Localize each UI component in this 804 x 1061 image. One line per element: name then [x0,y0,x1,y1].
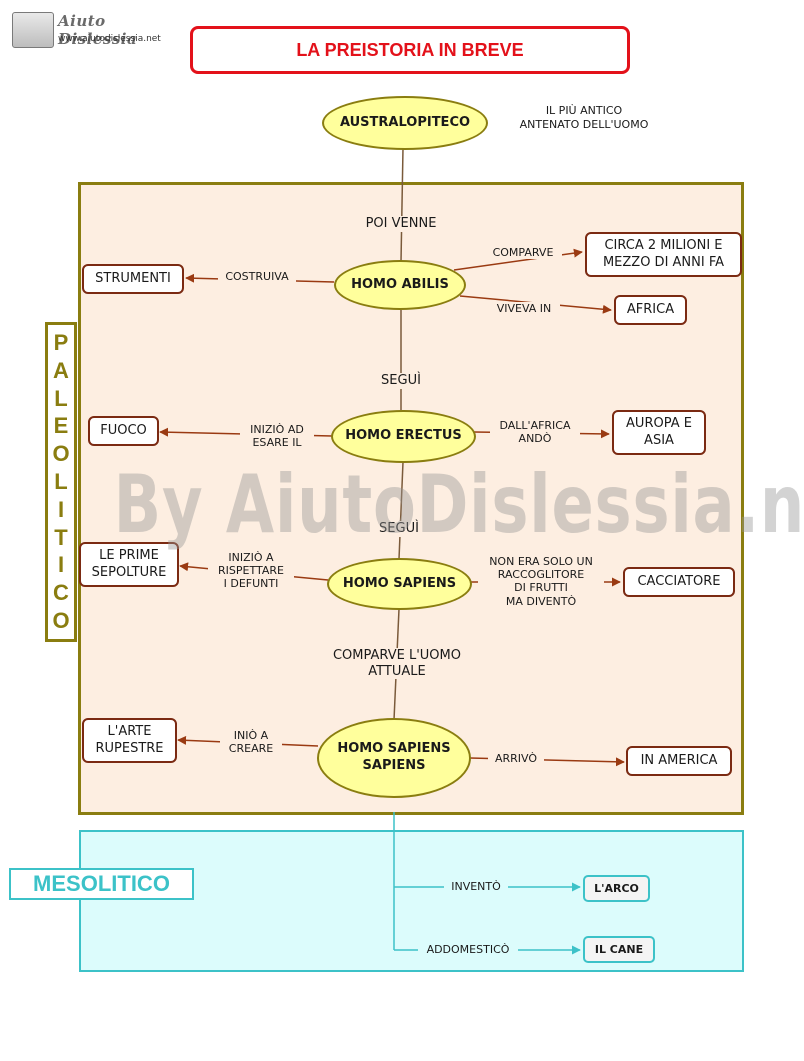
paleolitico-letter: P [53,329,69,355]
label-dallafrica: DALL'AFRICA ANDÒ [490,419,580,446]
logo-title: Aiuto Dislessia [58,12,138,48]
label-arrivo: ARRIVÒ [488,752,544,766]
node-homo-abilis[interactable]: HOMO ABILIS [334,260,466,310]
label-inio-a: INIÒ A CREARE [220,729,282,756]
paleolitico-letter: O [52,441,70,467]
logo-url: www.aiutodislessia.net [58,34,161,44]
paleolitico-letter: C [53,580,69,606]
australopiteco-note: IL PIÙ ANTICO ANTENATO DELL'UOMO [519,104,649,132]
page-title: LA PREISTORIA IN BREVE [190,26,630,74]
box-prime-sepolture[interactable]: LE PRIME SEPOLTURE [79,542,179,587]
paleolitico-letter: A [53,357,69,383]
box-fuoco[interactable]: FUOCO [88,416,159,446]
label-comparve: COMPARVE [484,246,562,260]
box-larco[interactable]: L'ARCO [583,875,650,902]
box-circa-2-milioni[interactable]: CIRCA 2 MILIONI E MEZZO DI ANNI FA [585,232,742,277]
node-homo-erectus[interactable]: HOMO ERECTUS [331,410,476,463]
paleolitico-letter: L [54,468,68,494]
label-addomestico: ADDOMESTICÒ [418,943,518,957]
label-viveva-in: VIVEVA IN [488,302,560,316]
paleolitico-letter: E [53,413,69,439]
site-logo[interactable]: Aiuto Dislessia www.aiutodislessia.net [8,8,178,52]
label-inizio-ad: INIZIÒ AD ESARE IL [240,423,314,450]
box-europa-asia[interactable]: AUROPA E ASIA [612,410,706,455]
mesolitico-label: MESOLITICO [9,868,194,900]
node-australopiteco[interactable]: AUSTRALOPITECO [322,96,488,150]
paleolitico-letter: I [57,496,65,522]
box-africa[interactable]: AFRICA [614,295,687,325]
label-invento: INVENTÒ [444,880,508,894]
box-il-cane[interactable]: IL CANE [583,936,655,963]
label-non-era: NON ERA SOLO UN RACCOGLITORE DI FRUTTI M… [478,555,604,608]
label-costruiva: COSTRUIVA [218,270,296,284]
link-erectus-sapiens [398,461,404,560]
box-in-america[interactable]: IN AMERICA [626,746,732,776]
box-arte-rupestre[interactable]: L'ARTE RUPESTRE [82,718,177,763]
paleolitico-letter: O [52,608,70,634]
paleolitico-label: P A L E O L I T I C O [45,322,77,642]
node-homo-sapiens[interactable]: HOMO SAPIENS [327,558,472,610]
paleolitico-letter: I [57,552,65,578]
label-segui-1: SEGUÌ [372,373,430,389]
label-inizio-a: INIZIÒ A RISPETTARE I DEFUNTI [208,551,294,591]
box-strumenti[interactable]: STRUMENTI [82,264,184,294]
paleolitico-letter: T [54,524,68,550]
link-australopiteco-abilis [400,147,404,263]
book-icon [12,12,54,48]
paleolitico-letter: L [54,385,68,411]
node-homo-sapiens-sapiens[interactable]: HOMO SAPIENS SAPIENS [317,718,471,798]
box-cacciatore[interactable]: CACCIATORE [623,567,735,597]
label-comparve-uomo: COMPARVE L'UOMO ATTUALE [322,648,472,680]
label-segui-2: SEGUÌ [370,521,428,537]
label-poi-venne: POI VENNE [357,216,445,232]
